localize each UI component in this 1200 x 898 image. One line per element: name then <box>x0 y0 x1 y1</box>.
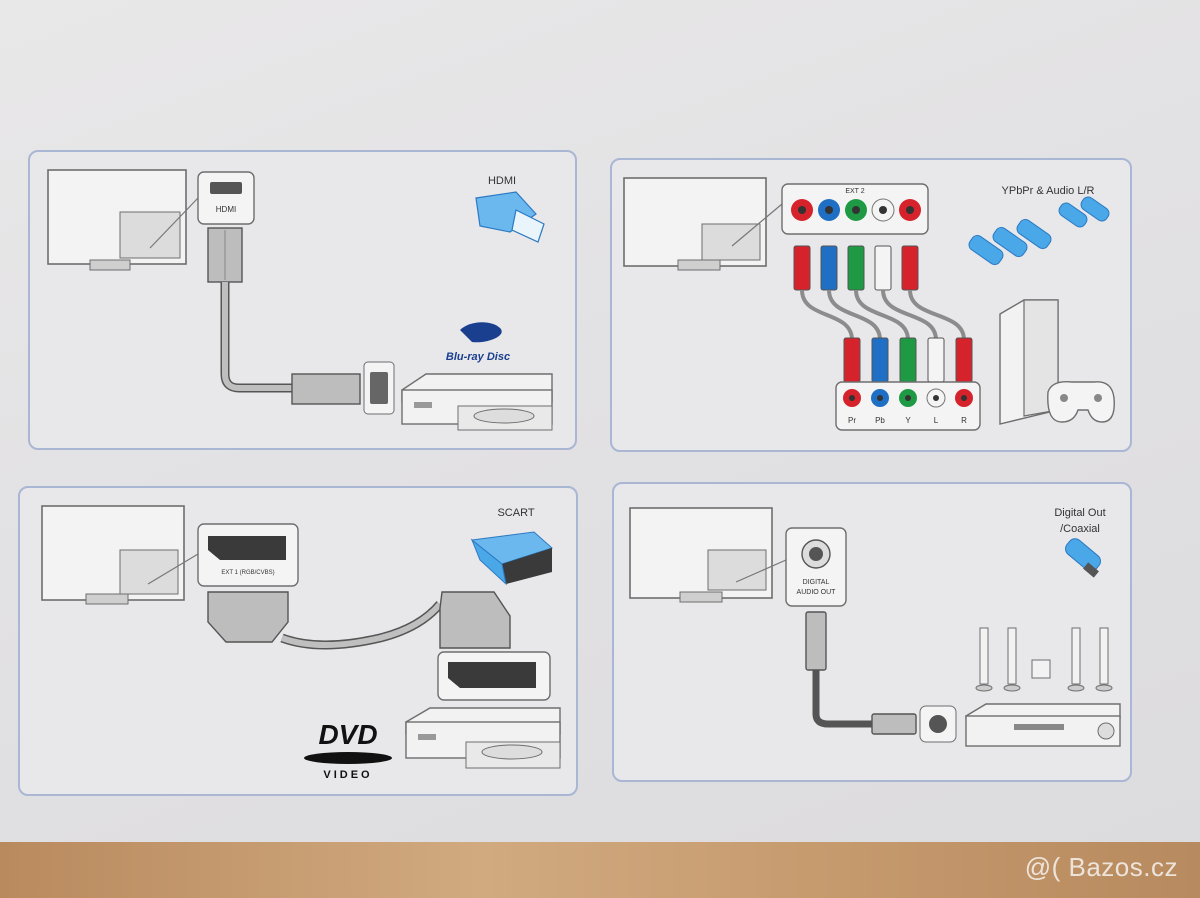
hdmi-port: HDMI <box>197 171 255 225</box>
top-rca-plugs <box>793 245 919 291</box>
ext2-label: EXT 2 <box>845 188 864 195</box>
bluray-logo: Blu-ray Disc <box>446 322 510 363</box>
av-receiver-icon <box>965 703 1121 747</box>
dvd-player-icon <box>405 707 561 769</box>
jack-label-y: Y <box>905 416 911 425</box>
coaxial-panel: DIGITAL AUDIO OUT D <box>612 482 1132 782</box>
scart-panel: EXT 1 (RGB/CVBS) DVD VIDEO SCART <box>18 486 578 796</box>
coax-cable <box>812 670 872 728</box>
coaxial-title-2: /Coaxial <box>1060 523 1100 535</box>
gamepad-icon <box>1047 381 1115 423</box>
coaxial-title-1: Digital Out <box>1054 507 1105 519</box>
hdmi-cable-icon <box>475 191 545 243</box>
digital-audio-out-port: DIGITAL AUDIO OUT <box>785 527 847 607</box>
speaker-system-icon <box>975 627 1113 692</box>
hdmi-plug-bottom <box>291 373 361 405</box>
dvd-video-text: VIDEO <box>323 769 372 781</box>
hdmi-panel: HDMI Blu-ray Disc HDMI <box>28 150 577 450</box>
tv-icon <box>41 505 185 605</box>
player-scart-port <box>437 651 551 701</box>
tv-icon <box>623 177 767 271</box>
scart-plug-bottom <box>439 591 511 649</box>
dvd-logo-text: DVD <box>318 719 377 750</box>
game-console-icon <box>999 299 1059 425</box>
ext1-label: EXT 1 (RGB/CVBS) <box>221 570 274 576</box>
hdmi-diagram: HDMI Blu-ray Disc HDMI <box>47 169 553 431</box>
tv-icon <box>47 169 187 271</box>
bluray-logo-text: Blu-ray Disc <box>446 351 510 363</box>
hdmi-cable <box>220 282 292 393</box>
component-diagram: EXT 2 <box>623 177 1115 431</box>
component-title: YPbPr & Audio L/R <box>1002 185 1095 197</box>
hdmi-port-label: HDMI <box>216 205 236 214</box>
rca-plugs-icon <box>968 196 1110 266</box>
jack-label-r: R <box>961 416 967 425</box>
coax-plug-bottom <box>871 713 917 735</box>
bazos-watermark: @( Bazos.cz <box>1024 852 1178 882</box>
tv-icon <box>629 507 773 603</box>
scart-plug-top <box>207 591 289 643</box>
jack-label-pr: Pr <box>848 416 856 425</box>
scart-title: SCART <box>497 507 534 519</box>
ext2-port: EXT 2 <box>781 183 929 235</box>
hdmi-title: HDMI <box>488 175 516 187</box>
coaxial-diagram: DIGITAL AUDIO OUT D <box>629 507 1121 747</box>
dvd-video-logo: DVD VIDEO <box>304 719 392 781</box>
scart-diagram: EXT 1 (RGB/CVBS) DVD VIDEO SCART <box>41 505 561 781</box>
rca-cables <box>800 289 966 341</box>
digital-label-2: AUDIO OUT <box>797 589 837 596</box>
bluray-player-icon <box>401 373 553 431</box>
jack-label-l: L <box>934 416 939 425</box>
jack-label-pb: Pb <box>875 416 885 425</box>
coax-plug-top <box>805 611 827 671</box>
ext1-scart-port: EXT 1 (RGB/CVBS) <box>197 523 299 587</box>
wood-table <box>0 842 1200 898</box>
console-port: Pr Pb Y L R <box>835 381 981 431</box>
bottom-rca-plugs <box>843 337 973 383</box>
scart-cable-icon <box>470 531 553 586</box>
component-panel: EXT 2 <box>610 158 1132 452</box>
coaxial-plug-icon <box>1065 538 1101 578</box>
digital-label-1: DIGITAL <box>803 579 830 586</box>
